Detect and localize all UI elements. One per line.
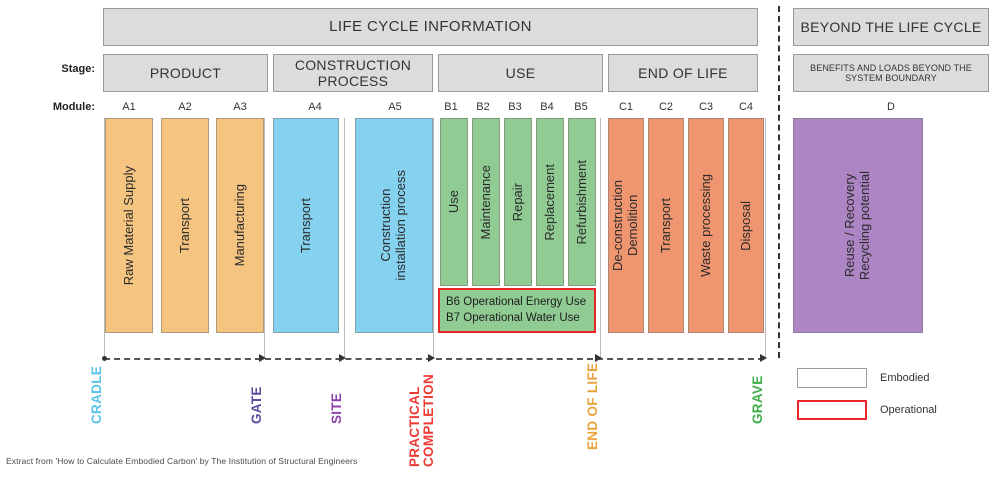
module-code-d: D (887, 101, 895, 113)
gridline-grave (765, 118, 766, 358)
module-code-a1: A1 (122, 101, 136, 113)
module-bar-c4-label: Disposal (737, 200, 753, 251)
module-bar-a2-label: Transport (176, 197, 192, 254)
system-boundary-divider (778, 6, 780, 358)
module-bar-b1[interactable]: Use (440, 118, 468, 286)
module-code-c3: C3 (698, 101, 714, 113)
module-bar-a4[interactable]: Transport (273, 118, 339, 333)
module-code-a4: A4 (308, 101, 322, 113)
stage-box-use: USE (438, 54, 603, 92)
stage-box-construction-process: CONSTRUCTION PROCESS (273, 54, 433, 92)
timeline-label-practical-completion: PRACTICAL COMPLETION (407, 374, 437, 467)
module-bar-c3[interactable]: Waste processing (688, 118, 724, 333)
legend-swatch-operational (797, 400, 867, 420)
module-code-c4: C4 (738, 101, 754, 113)
module-bar-a2[interactable]: Transport (161, 118, 209, 333)
module-bar-a3-label: Manufacturing (231, 184, 247, 267)
band-life-cycle-information: LIFE CYCLE INFORMATION (103, 8, 758, 46)
module-code-b5: B5 (574, 101, 588, 113)
timeline-label-end-of-life: END OF LIFE (585, 362, 600, 450)
module-bar-a1[interactable]: Raw Material Supply (105, 118, 153, 333)
module-code-c1: C1 (618, 101, 634, 113)
legend-label-embodied: Embodied (880, 372, 930, 384)
timeline-label-grave: GRAVE (750, 375, 765, 424)
module-bar-b1-label: Use (445, 190, 461, 214)
row-label-module: Module: (52, 101, 95, 113)
module-bar-a4-label: Transport (297, 197, 313, 254)
timeline-start-dot (102, 356, 107, 361)
gridline-practical-completion (433, 118, 434, 358)
module-code-b4: B4 (540, 101, 554, 113)
module-bar-c4[interactable]: Disposal (728, 118, 764, 333)
module-code-c2: C2 (658, 101, 674, 113)
module-code-a3: A3 (233, 101, 247, 113)
timeline-arrow-end-of-life (595, 354, 602, 362)
module-code-b2: B2 (476, 101, 490, 113)
module-code-b3: B3 (508, 101, 522, 113)
row-label-stage: Stage: (61, 63, 95, 75)
module-code-b1: B1 (444, 101, 458, 113)
stage-box-product: PRODUCT (103, 54, 268, 92)
module-code-a5: A5 (388, 101, 402, 113)
module-bar-a5-label: Construction installation process (378, 170, 408, 281)
gridline-site (344, 118, 345, 358)
module-bar-b2[interactable]: Maintenance (472, 118, 500, 286)
module-bar-c1-label: De-construction Demolition (610, 179, 640, 272)
module-bar-d-label: Reuse / Recovery Recycling potential (842, 170, 872, 281)
module-bar-b4[interactable]: Replacement (536, 118, 564, 286)
timeline-label-site: SITE (329, 392, 344, 424)
timeline-arrow-grave (760, 354, 767, 362)
module-bar-a3[interactable]: Manufacturing (216, 118, 264, 333)
timeline-label-gate: GATE (249, 386, 264, 424)
module-bar-a5[interactable]: Construction installation process (355, 118, 433, 333)
timeline-arrow-practical-completion (428, 354, 435, 362)
gridline-gate (264, 118, 265, 358)
module-code-a2: A2 (178, 101, 192, 113)
timeline-arrow-gate (259, 354, 266, 362)
gridline-end-of-life (600, 118, 601, 358)
stage-box-benefits-and-loads: BENEFITS AND LOADS BEYOND THE SYSTEM BOU… (793, 54, 989, 92)
operational-b6-label: B6 Operational Energy Use (446, 295, 586, 308)
module-bar-b3[interactable]: Repair (504, 118, 532, 286)
module-bar-c2-label: Transport (657, 197, 673, 254)
timeline-arrow-site (339, 354, 346, 362)
module-bar-b2-label: Maintenance (477, 164, 493, 240)
band-beyond-the-life-cycle: BEYOND THE LIFE CYCLE (793, 8, 989, 46)
module-bar-b5-label: Refurbishment (573, 159, 589, 245)
operational-energy-water-box[interactable]: B6 Operational Energy Use B7 Operational… (438, 288, 596, 333)
module-bar-c2[interactable]: Transport (648, 118, 684, 333)
module-bar-c1[interactable]: De-construction Demolition (608, 118, 644, 333)
module-bar-c3-label: Waste processing (697, 174, 713, 277)
legend-label-operational: Operational (880, 404, 937, 416)
module-bar-d[interactable]: Reuse / Recovery Recycling potential (793, 118, 923, 333)
footer-attribution: Extract from 'How to Calculate Embodied … (6, 456, 358, 466)
legend-swatch-embodied (797, 368, 867, 388)
module-bar-a1-label: Raw Material Supply (120, 165, 136, 286)
module-bar-b5[interactable]: Refurbishment (568, 118, 596, 286)
operational-b7-label: B7 Operational Water Use (446, 311, 580, 324)
gridline-cradle (104, 118, 105, 358)
module-bar-b3-label: Repair (509, 182, 525, 222)
timeline-label-cradle: CRADLE (89, 365, 104, 424)
module-bar-b4-label: Replacement (541, 163, 557, 241)
stage-box-end-of-life: END OF LIFE (608, 54, 758, 92)
